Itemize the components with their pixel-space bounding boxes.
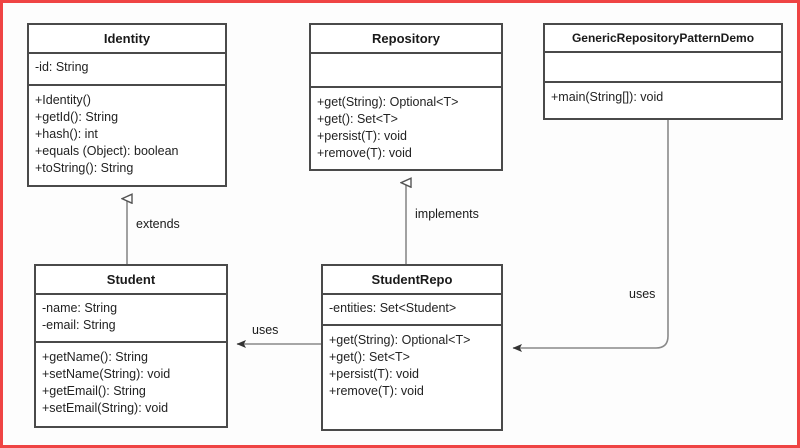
edge-label-uses-student: uses bbox=[249, 323, 282, 337]
operation-line: +get(): Set<T> bbox=[329, 350, 410, 364]
class-operations-studentrepo: +get(String): Optional<T> +get(): Set<T>… bbox=[323, 326, 501, 429]
class-title-studentrepo: StudentRepo bbox=[323, 266, 501, 295]
class-attributes-repository bbox=[311, 54, 501, 88]
operation-line: +equals (Object): boolean bbox=[35, 144, 179, 158]
attribute-line: -email: String bbox=[42, 318, 116, 332]
operation-line: +get(): Set<T> bbox=[317, 112, 398, 126]
operation-line: +hash(): int bbox=[35, 127, 98, 141]
operation-line: +main(String[]): void bbox=[551, 90, 664, 104]
operation-line: +persist(T): void bbox=[329, 367, 419, 381]
class-box-identity[interactable]: Identity -id: String +Identity() +getId(… bbox=[27, 23, 227, 187]
class-box-repository[interactable]: Repository +get(String): Optional<T> +ge… bbox=[309, 23, 503, 171]
class-title-identity: Identity bbox=[29, 25, 225, 54]
operation-line: +getEmail(): String bbox=[42, 384, 146, 398]
class-operations-student: +getName(): String +setName(String): voi… bbox=[36, 343, 226, 426]
operation-line: +getId(): String bbox=[35, 110, 119, 124]
class-box-generic-repository-pattern-demo[interactable]: GenericRepositoryPatternDemo +main(Strin… bbox=[543, 23, 783, 120]
class-title-generic-repository-pattern-demo: GenericRepositoryPatternDemo bbox=[545, 25, 781, 53]
class-attributes-identity: -id: String bbox=[29, 54, 225, 86]
operation-line: +setEmail(String): void bbox=[42, 401, 169, 415]
operation-line: +persist(T): void bbox=[317, 129, 407, 143]
attribute-line: -name: String bbox=[42, 301, 118, 315]
class-attributes-generic-repository-pattern-demo bbox=[545, 53, 781, 83]
class-box-student[interactable]: Student -name: String -email: String +ge… bbox=[34, 264, 228, 428]
operation-line: +setName(String): void bbox=[42, 367, 171, 381]
class-operations-identity: +Identity() +getId(): String +hash(): in… bbox=[29, 86, 225, 185]
operation-line: +Identity() bbox=[35, 93, 91, 107]
diagram-surface: Identity -id: String +Identity() +getId(… bbox=[3, 3, 797, 445]
class-operations-repository: +get(String): Optional<T> +get(): Set<T>… bbox=[311, 88, 501, 169]
operation-line: +get(String): Optional<T> bbox=[329, 333, 471, 347]
class-title-repository: Repository bbox=[311, 25, 501, 54]
class-title-student: Student bbox=[36, 266, 226, 295]
operation-line: +remove(T): void bbox=[317, 146, 412, 160]
class-operations-generic-repository-pattern-demo: +main(String[]): void bbox=[545, 83, 781, 118]
operation-line: +remove(T): void bbox=[329, 384, 424, 398]
operation-line: +get(String): Optional<T> bbox=[317, 95, 459, 109]
edge-label-extends: extends bbox=[133, 217, 183, 231]
edge-label-uses-studentrepo: uses bbox=[626, 287, 659, 301]
attribute-line: -entities: Set<Student> bbox=[329, 301, 457, 315]
edge-label-implements: implements bbox=[412, 207, 482, 221]
class-box-studentrepo[interactable]: StudentRepo -entities: Set<Student> +get… bbox=[321, 264, 503, 431]
edge-demo-uses-studentrepo bbox=[512, 120, 669, 352]
class-attributes-studentrepo: -entities: Set<Student> bbox=[323, 295, 501, 326]
operation-line: +toString(): String bbox=[35, 161, 134, 175]
attribute-line: -id: String bbox=[35, 60, 89, 74]
class-attributes-student: -name: String -email: String bbox=[36, 295, 226, 343]
operation-line: +getName(): String bbox=[42, 350, 148, 364]
